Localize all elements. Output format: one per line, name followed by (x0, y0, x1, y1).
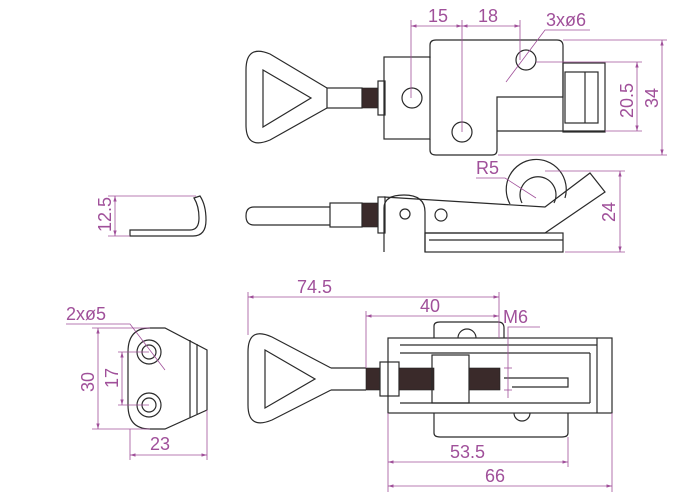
triangle-handle (245, 50, 328, 144)
dim-20-5: 20.5 (617, 83, 637, 118)
dim-30: 30 (78, 372, 98, 392)
dim-18: 18 (478, 6, 498, 26)
dim-74-5: 74.5 (297, 277, 332, 297)
thread-m6: M6 (503, 307, 528, 327)
holes-2x5: 2xø5 (66, 304, 106, 324)
dim-34: 34 (642, 88, 662, 108)
dim-40: 40 (420, 296, 440, 316)
side-view: R5 24 (245, 158, 625, 253)
top-view: 15 18 3xø6 20.5 34 (245, 6, 667, 156)
dim-15: 15 (428, 6, 448, 26)
plate-view: 30 17 2xø5 23 (66, 304, 208, 460)
dim-53-5: 53.5 (450, 442, 485, 462)
base-plate (429, 39, 564, 156)
dim-23: 23 (150, 434, 170, 454)
dim-12-5: 12.5 (95, 197, 115, 232)
radius-r5: R5 (476, 158, 499, 178)
hook-view: 12.5 (95, 195, 207, 237)
holes-3x6: 3xø6 (546, 10, 586, 30)
dim-17: 17 (102, 368, 122, 388)
dim-66: 66 (485, 466, 505, 486)
dim-24: 24 (599, 202, 619, 222)
lever (383, 172, 606, 234)
bottom-view: 74.5 40 M6 53.5 66 (247, 277, 613, 492)
